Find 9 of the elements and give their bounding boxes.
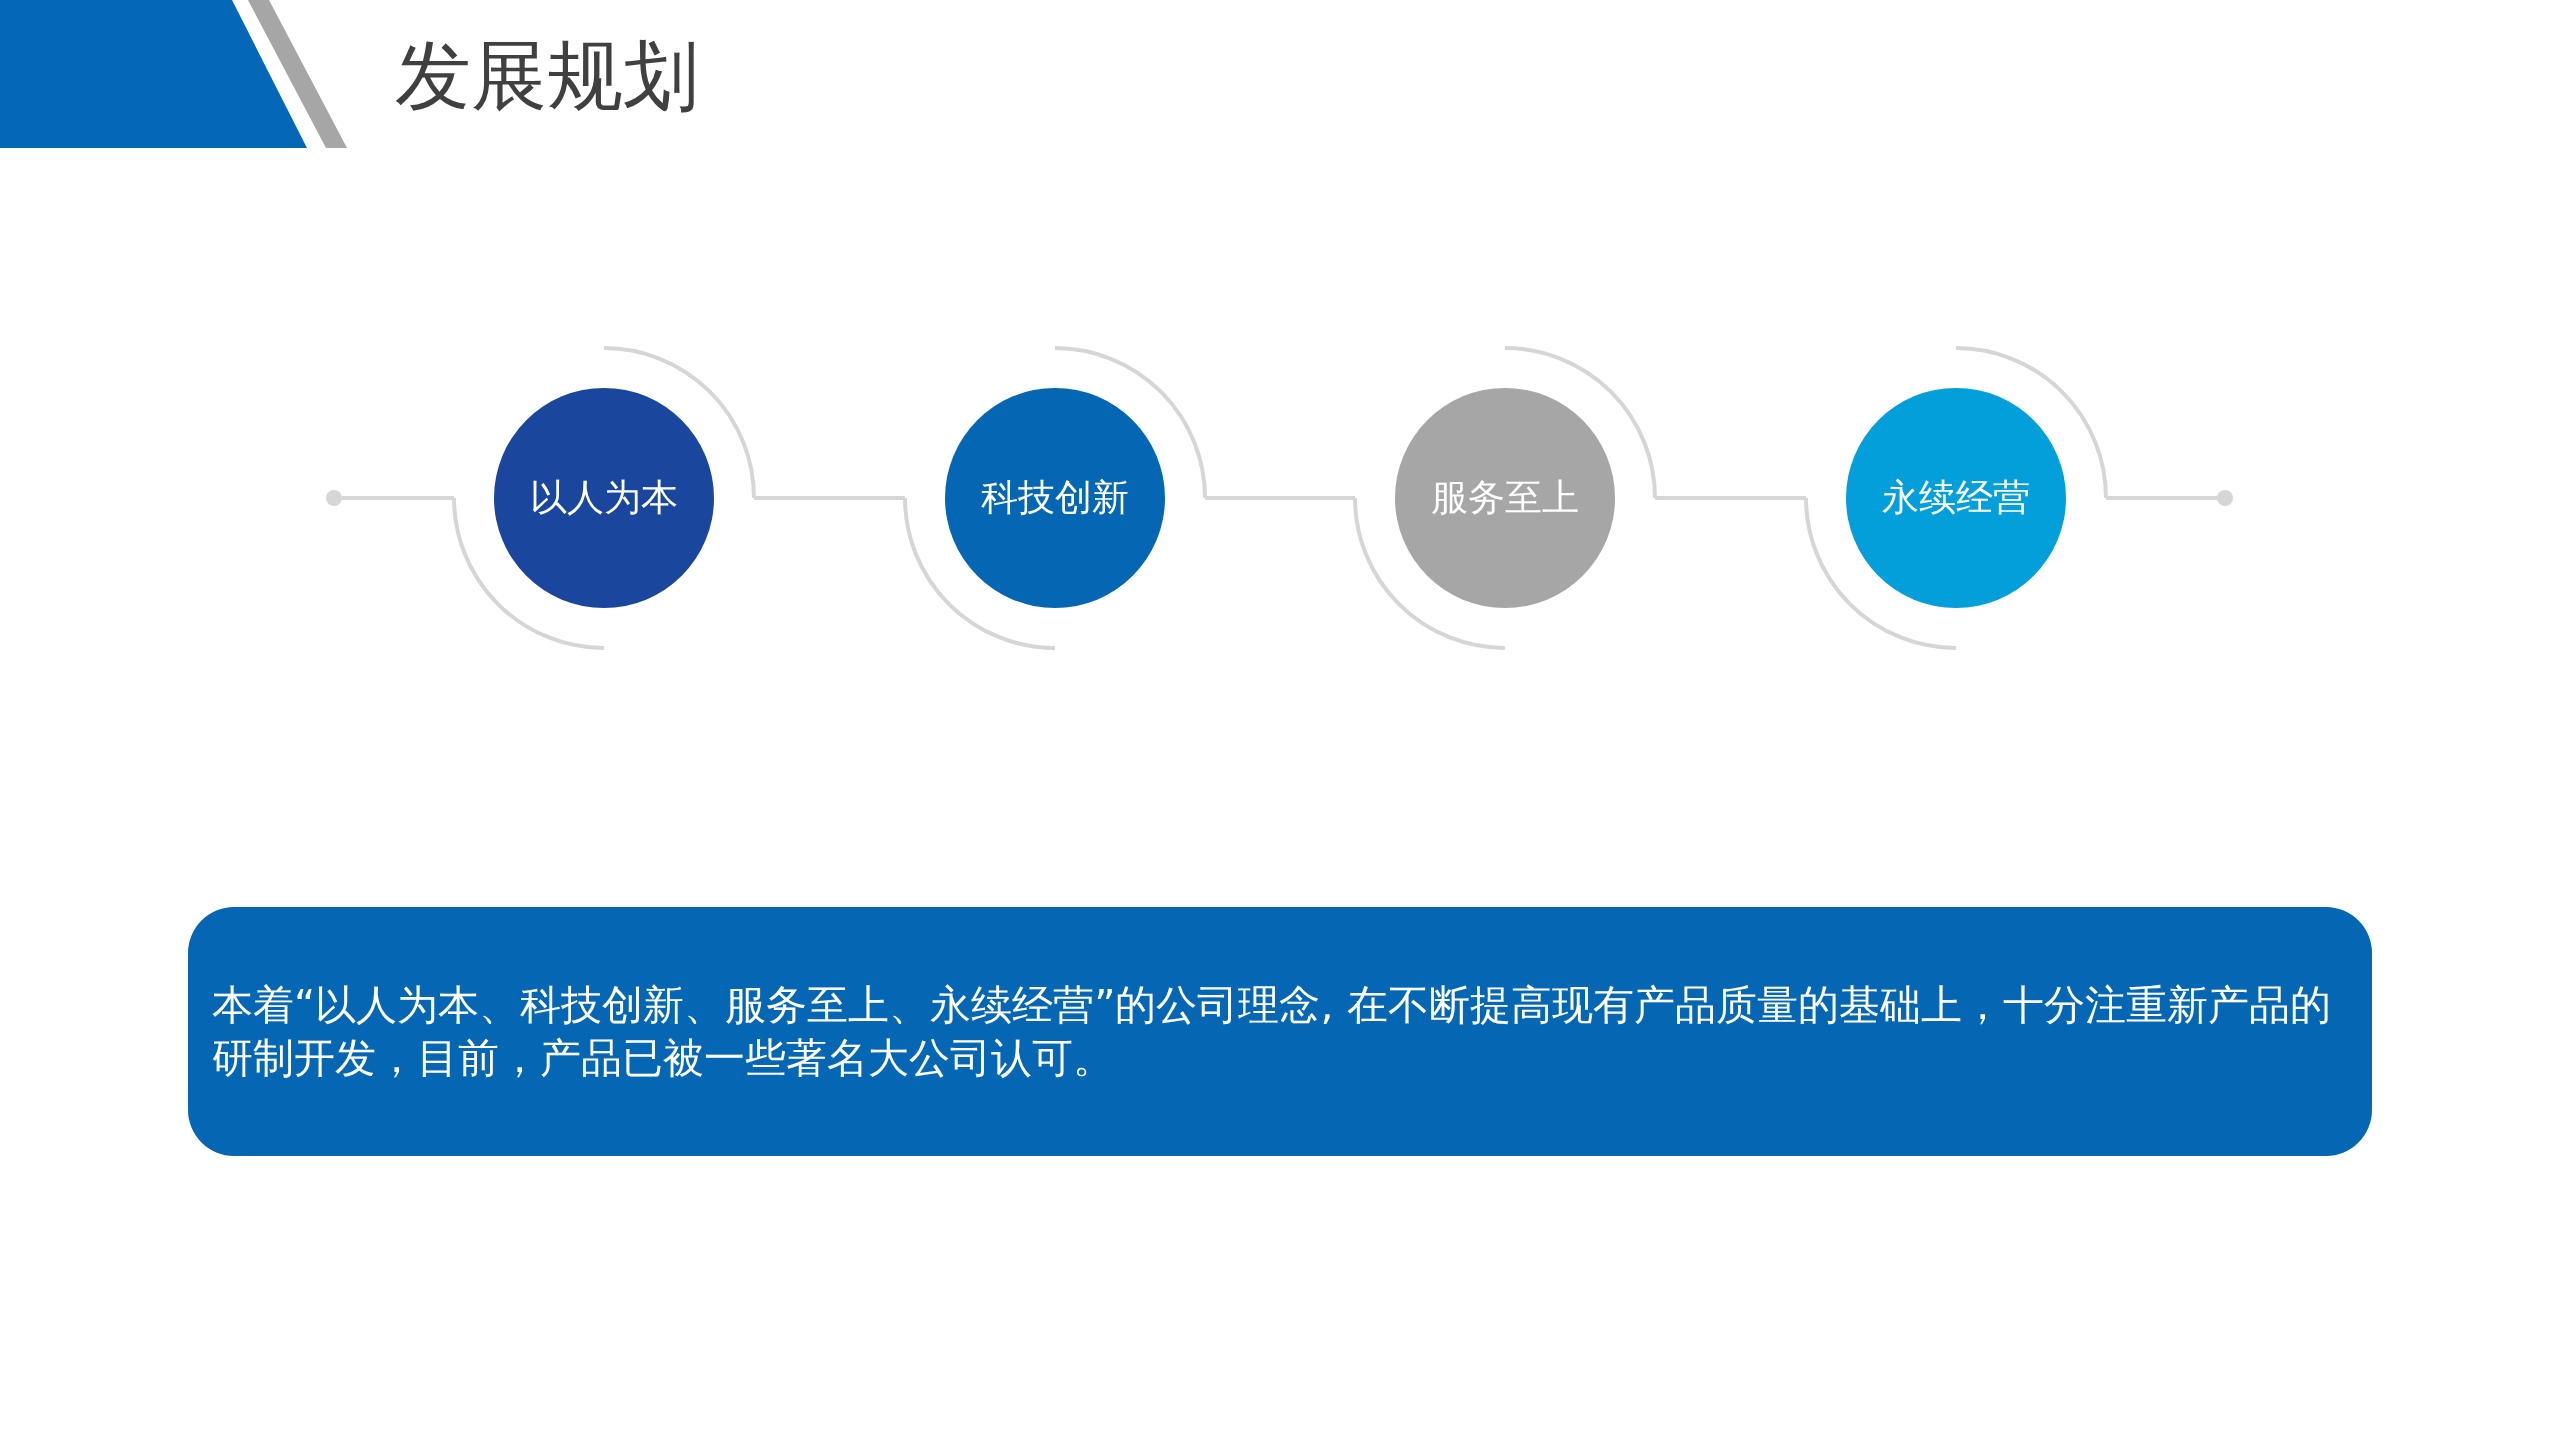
page-title: 发展规划 — [395, 38, 699, 114]
connector-line — [754, 496, 905, 500]
connector-line — [1655, 496, 1806, 500]
connector-line — [2106, 496, 2217, 500]
end-dot — [2217, 490, 2233, 506]
text-panel: 本着“以人为本、科技创新、服务至上、永续经营”的公司理念, 在不断提高现有产品质量的基础上，十分注重新产品的研制开发，目前，产品已被一些著名大公司认可。 — [188, 907, 2372, 1156]
end-dot — [326, 490, 342, 506]
connector-line — [1205, 496, 1355, 500]
connector-line — [342, 496, 454, 500]
